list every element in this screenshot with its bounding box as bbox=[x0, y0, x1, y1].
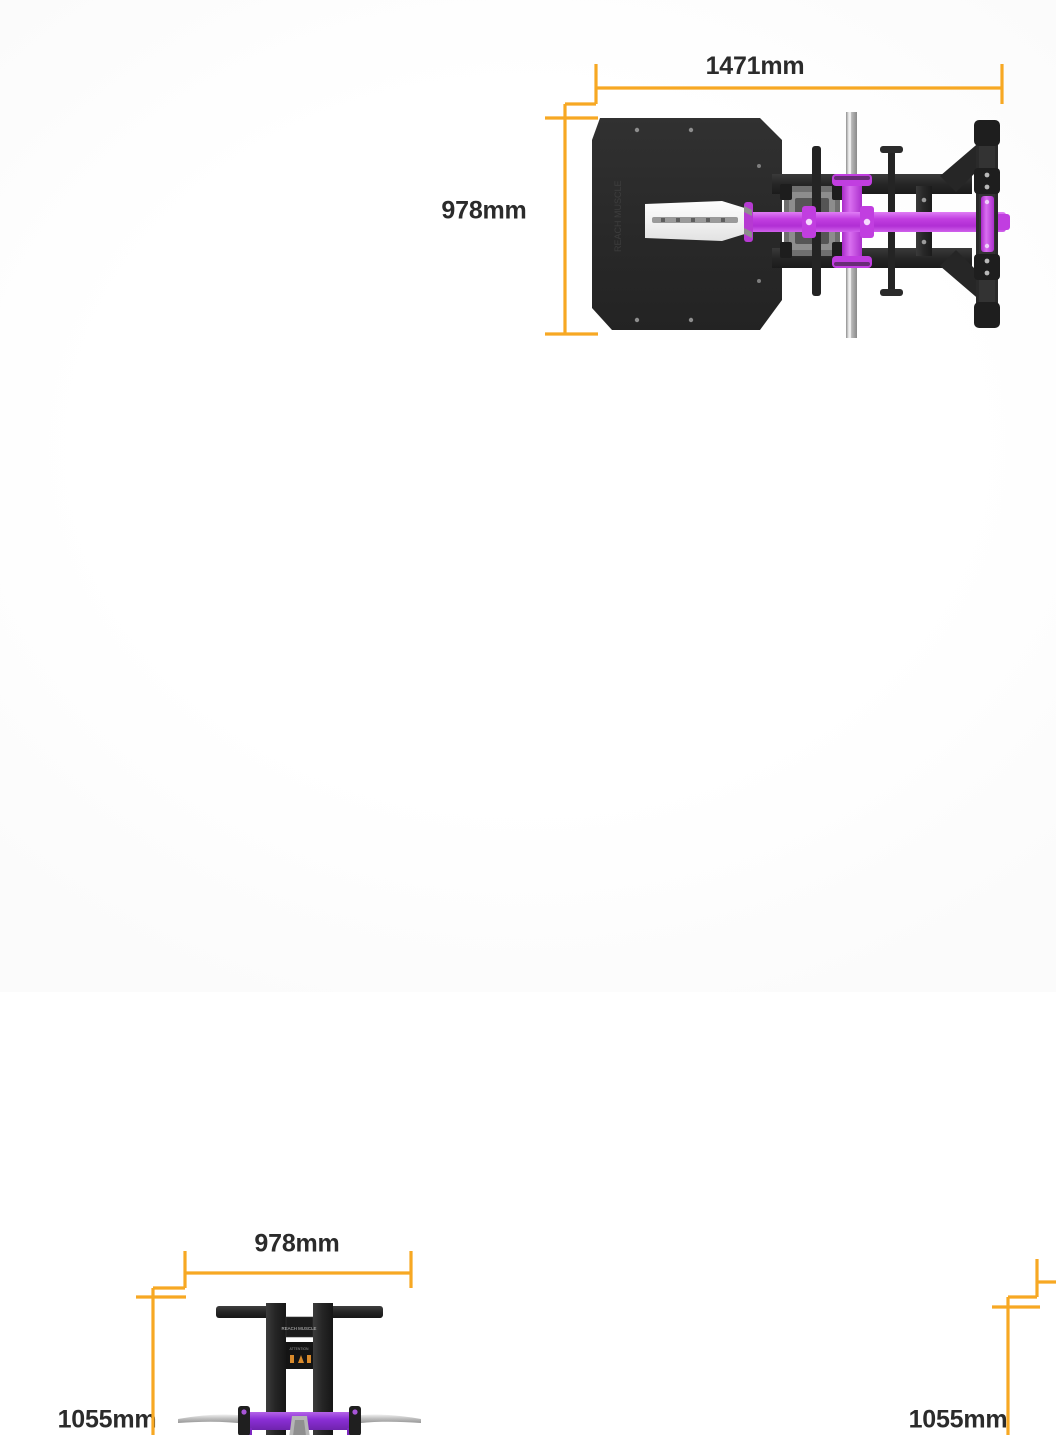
front-view-width-label: 978mm bbox=[254, 1229, 340, 1258]
front-view: 978mm 1055mm bbox=[0, 600, 470, 1435]
side-view-machine-art bbox=[440, 600, 1056, 992]
svg-text:ATTENTION: ATTENTION bbox=[290, 1347, 310, 1351]
top-view-height-label: 978mm bbox=[441, 196, 527, 225]
front-view-height-label: 1055mm bbox=[57, 1405, 157, 1434]
side-view-height-label: 1055mm bbox=[908, 1405, 1008, 1434]
top-view-width-label: 1471mm bbox=[705, 52, 805, 80]
svg-text:REACH MUSCLE: REACH MUSCLE bbox=[282, 1326, 317, 1331]
svg-text:REACH MUSCLE: REACH MUSCLE bbox=[613, 180, 623, 252]
side-view: 1471mm 1055mm bbox=[440, 600, 1056, 1435]
front-view-machine-art: REACH MUSCLE ATTENTION bbox=[178, 1303, 421, 1435]
top-view-machine-art: REACH MUSCLE bbox=[592, 112, 1010, 338]
top-view: 1471mm 978mm bbox=[0, 0, 1056, 380]
